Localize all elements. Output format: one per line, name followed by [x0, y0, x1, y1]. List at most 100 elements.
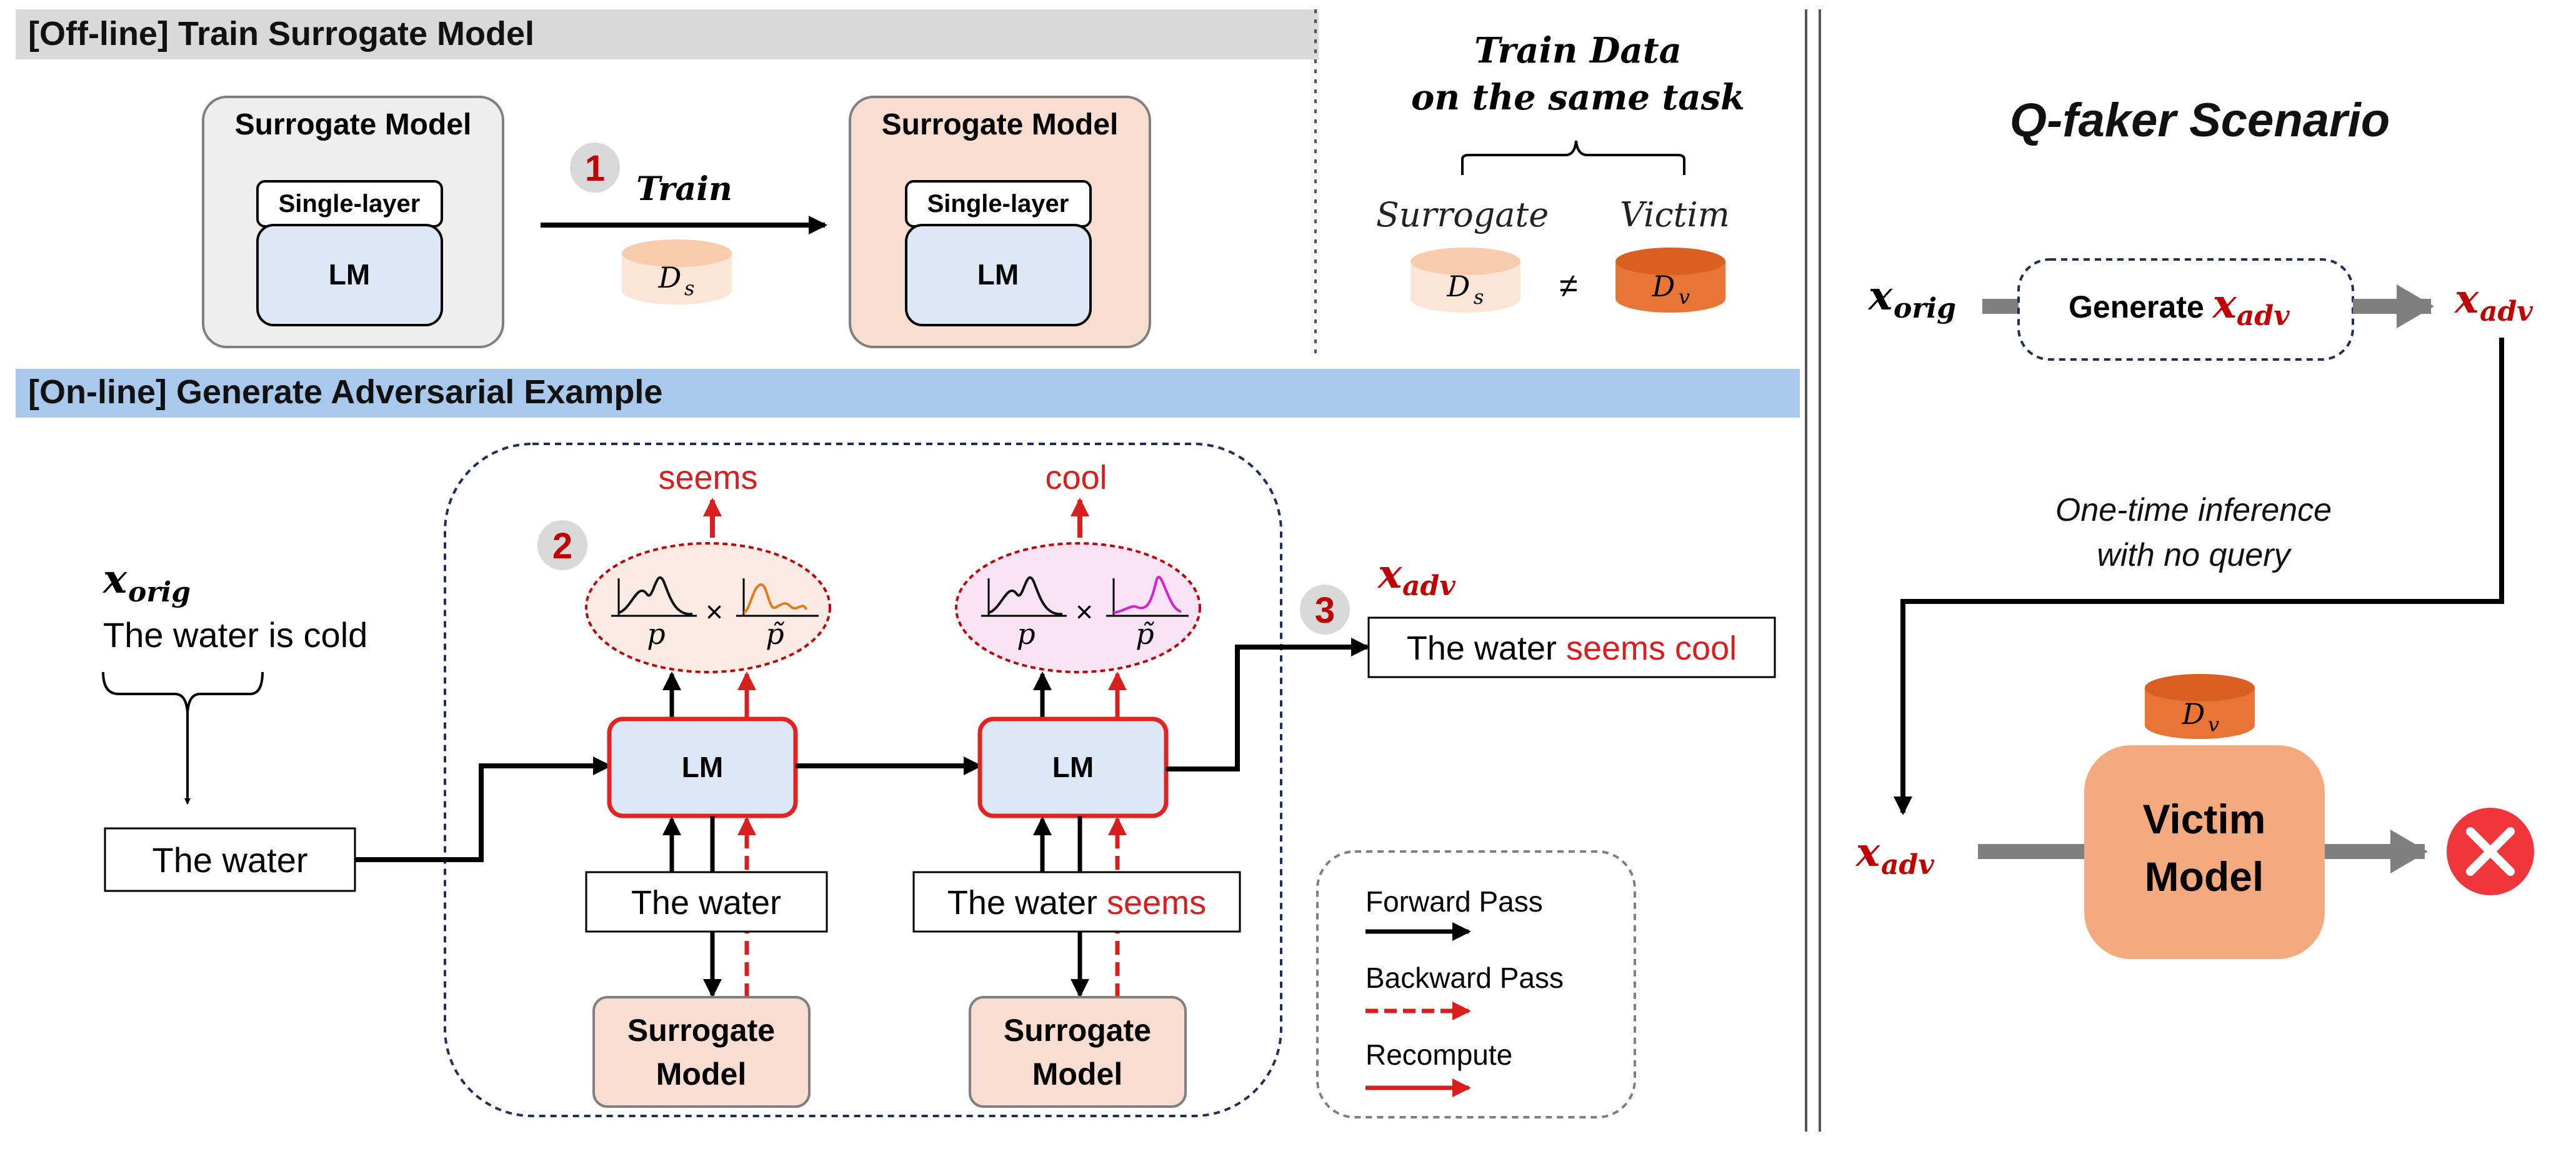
result-text: The water seems cool	[1407, 630, 1737, 667]
single-layer-label: Single-layer	[279, 190, 421, 218]
not-equal-sign: ≠	[1559, 267, 1578, 304]
context-2-prefix: The water	[947, 884, 1107, 922]
online-band	[16, 369, 1800, 418]
scenario-dv-base: D	[2182, 697, 2205, 731]
victim-input-x-adv-sub: adv	[1881, 849, 1934, 881]
prefix-input-box	[104, 827, 356, 892]
result-box	[1367, 616, 1776, 678]
train-label: Train	[636, 170, 732, 208]
result-prefix: The water	[1407, 630, 1566, 667]
lm-label-2: LM	[977, 258, 1019, 291]
context-1-box	[585, 871, 828, 933]
surrogate-label: Surrogate	[1376, 195, 1549, 234]
context-2-highlight: seems	[1107, 884, 1206, 922]
distribution-product-2: p × p̃	[955, 542, 1201, 673]
context-1-text: The water	[631, 884, 781, 922]
x-adv-sub: adv	[1402, 570, 1455, 602]
scenario-x-adv-sub: adv	[2480, 296, 2533, 328]
inference-path-arrow	[1894, 338, 2504, 815]
online-title: [On-line] Generate Adversarial Example	[28, 373, 662, 411]
ds-base-2: D	[1447, 269, 1470, 303]
ds-base: D	[658, 261, 682, 294]
p-tilde-label-1: p̃	[766, 617, 784, 651]
p-tilde-label-2: p̃	[1136, 617, 1154, 651]
inference-line-1: One-time inference	[2055, 492, 2332, 528]
output-word-1: seems	[658, 459, 757, 496]
ds-sub: s	[684, 276, 694, 300]
lm-block-1-label: LM	[682, 751, 723, 783]
step-3-number: 3	[1315, 590, 1335, 631]
generate-x-adv-base: x	[2212, 281, 2237, 328]
p-label-2: p	[1017, 617, 1035, 651]
train-data-panel: Train Data on the same task Surrogate Vi…	[1376, 30, 1745, 313]
victim-model-box	[2084, 745, 2325, 959]
surrogate-1-line2: Model	[656, 1057, 746, 1092]
times-symbol-1: ×	[706, 596, 723, 629]
offline-band	[16, 9, 1319, 59]
orig-brace	[102, 671, 264, 713]
scenario-x-orig-sub: orig	[1894, 293, 1956, 324]
generate-label: Generate	[2069, 289, 2213, 324]
legend: Forward Pass Backward Pass Recompute	[1316, 850, 1636, 1118]
step-1-number: 1	[585, 148, 605, 189]
single-layer-label-2: Single-layer	[927, 190, 1069, 218]
x-orig-sub: orig	[128, 576, 191, 608]
surrogate-2-line1: Surrogate	[1004, 1013, 1151, 1048]
times-symbol-2: ×	[1076, 596, 1093, 629]
context-2-box	[912, 871, 1241, 933]
orig-sentence: The water is cold	[103, 615, 367, 655]
train-step: 1 Train D s	[541, 143, 827, 304]
p-label-1: p	[647, 617, 665, 651]
step-1-badge	[570, 143, 620, 193]
victim-input-x-adv-base: x	[1855, 829, 1880, 876]
lm-block-2-label: LM	[1052, 751, 1094, 783]
scenario-title: Q-faker Scenario	[2010, 94, 2390, 147]
legend-backward-label: Backward Pass	[1365, 962, 1564, 994]
generate-x-adv-sub: adv	[2237, 300, 2290, 332]
output-word-2: cool	[1045, 459, 1107, 496]
scenario-x-adv-base: x	[2454, 276, 2479, 323]
surrogate-model-after: Surrogate Model Single-layer LM	[849, 96, 1151, 348]
surrogate-1-line1: Surrogate	[627, 1013, 775, 1048]
scenario-x-orig-base: x	[1867, 273, 1893, 319]
x-adv-base: x	[1377, 551, 1402, 598]
generation-loop-box	[444, 443, 1282, 1117]
fail-icon	[2447, 808, 2534, 895]
lm2-to-result-arrow	[1166, 638, 1370, 771]
surrogate-model-before: Surrogate Model Single-layer LM	[202, 96, 504, 348]
prefix-input-text: The water	[152, 840, 308, 880]
victim-model-line2: Model	[2145, 853, 2264, 900]
legend-recompute-label: Recompute	[1365, 1038, 1512, 1071]
offline-title: [Off-line] Train Surrogate Model	[28, 15, 534, 53]
surrogate-block-2	[969, 996, 1187, 1108]
result-highlight: seems cool	[1566, 630, 1737, 667]
surrogate-box-label-2: Surrogate Model	[882, 108, 1119, 141]
inference-line-2: with no query	[2097, 537, 2292, 573]
input-to-lm1-arrow	[355, 756, 612, 862]
context-2-text: The water seems	[947, 884, 1206, 922]
generate-text: Generate xadv	[2069, 281, 2290, 332]
train-data-brace	[1461, 140, 1685, 175]
step-2-badge	[537, 520, 587, 570]
victim-dataset-icon: D v	[2145, 674, 2255, 739]
step-3-badge	[1300, 585, 1350, 635]
dv-sub: v	[1679, 285, 1690, 309]
distribution-product-1: p × p̃	[585, 542, 831, 673]
scenario-dv-sub: v	[2208, 713, 2219, 736]
lm-label: LM	[329, 258, 370, 291]
train-data-title-2: on the same task	[1411, 77, 1745, 118]
surrogate-2-line2: Model	[1032, 1057, 1122, 1092]
step-2-number: 2	[552, 526, 572, 566]
train-data-title-1: Train Data	[1474, 30, 1682, 71]
surrogate-block-1	[592, 996, 811, 1108]
ds-sub-2: s	[1474, 285, 1484, 309]
surrogate-box-label: Surrogate Model	[235, 108, 472, 141]
dv-base: D	[1652, 269, 1675, 303]
legend-forward-label: Forward Pass	[1365, 885, 1543, 918]
victim-model-line1: Victim	[2143, 796, 2266, 842]
victim-label: Victim	[1620, 195, 1730, 234]
surrogate-dataset-icon: D s	[622, 239, 732, 304]
x-orig-base: x	[102, 556, 127, 603]
